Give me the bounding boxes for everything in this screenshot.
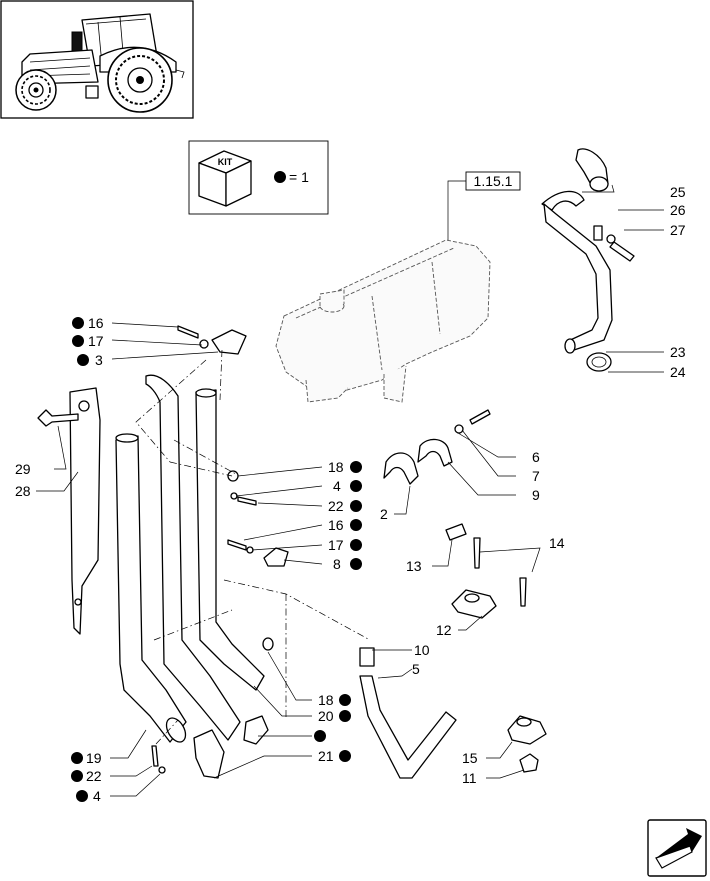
callout-17: 17 (328, 537, 344, 553)
next-page-arrow-icon (655, 828, 702, 869)
callout-10: 10 (414, 642, 430, 658)
reference-tag: 1.15.1 (447, 171, 521, 244)
callout-5: 5 (412, 661, 420, 677)
callout-27: 27 (670, 222, 686, 238)
callout-22: 22 (86, 768, 102, 784)
kit-box-icon (198, 150, 252, 207)
callout-2: 2 (380, 506, 388, 522)
kit-dot-icon (339, 710, 351, 722)
kit-dot-icon (314, 730, 326, 742)
callout-13: 13 (406, 558, 422, 574)
callout-22: 22 (328, 498, 344, 514)
callout-8: 8 (333, 556, 341, 572)
kit-dot-icon (274, 171, 286, 183)
callout-18: 18 (328, 459, 344, 475)
mount-parts (359, 409, 547, 779)
exhaust-pipes (115, 325, 289, 779)
next-page-button[interactable] (647, 819, 707, 877)
callout-24: 24 (670, 364, 686, 380)
callout-labels: 25 26 27 23 24 16 17 3 29 28 18 4 22 16 … (15, 184, 686, 804)
callout-4: 4 (93, 788, 101, 804)
callout-16: 16 (328, 517, 344, 533)
callout-26: 26 (670, 202, 686, 218)
callout-25: 25 (670, 184, 686, 200)
kit-dot-icon (72, 335, 84, 347)
kit-dot-icon (76, 790, 88, 802)
callout-6: 6 (532, 449, 540, 465)
callout-12: 12 (436, 622, 452, 638)
kit-dot-icon (339, 750, 351, 762)
kit-dot-icon (350, 558, 362, 570)
callout-20: 20 (318, 708, 334, 724)
callout-4: 4 (333, 478, 341, 494)
callout-23: 23 (670, 344, 686, 360)
tractor-icon (15, 13, 185, 113)
kit-dot-icon (350, 539, 362, 551)
callout-19: 19 (86, 750, 102, 766)
kit-dot-icon (350, 500, 362, 512)
hose-assembly (541, 148, 635, 372)
kit-dot-icon (72, 317, 84, 329)
kit-dot-icon (77, 354, 89, 366)
kit-dot-icon (350, 480, 362, 492)
kit-legend: KIT = 1 (188, 140, 329, 215)
kit-dot-icon (339, 694, 351, 706)
callout-9: 9 (532, 487, 540, 503)
kit-dot-icon (350, 519, 362, 531)
reference-label: 1.15.1 (474, 173, 513, 189)
kit-label: KIT (218, 157, 233, 167)
callout-28: 28 (15, 483, 31, 499)
callout-14: 14 (549, 535, 565, 551)
kit-dot-icon (71, 770, 83, 782)
callout-11: 11 (462, 770, 477, 786)
callout-18: 18 (318, 692, 334, 708)
callout-17: 17 (88, 333, 104, 349)
callout-16: 16 (88, 315, 104, 331)
callout-7: 7 (532, 468, 540, 484)
fuel-tank-ghost (275, 239, 491, 403)
callout-21: 21 (318, 748, 334, 764)
leaders (36, 184, 664, 797)
kit-dot-icon (350, 461, 362, 473)
callout-15: 15 (462, 750, 478, 766)
assembly-lines (135, 349, 371, 745)
tractor-thumbnail (0, 0, 194, 119)
kit-dot-icon (71, 752, 83, 764)
callout-3: 3 (95, 352, 103, 368)
kit-equation: = 1 (289, 169, 309, 185)
heat-shield-28 (37, 387, 101, 635)
callout-29: 29 (15, 461, 31, 477)
